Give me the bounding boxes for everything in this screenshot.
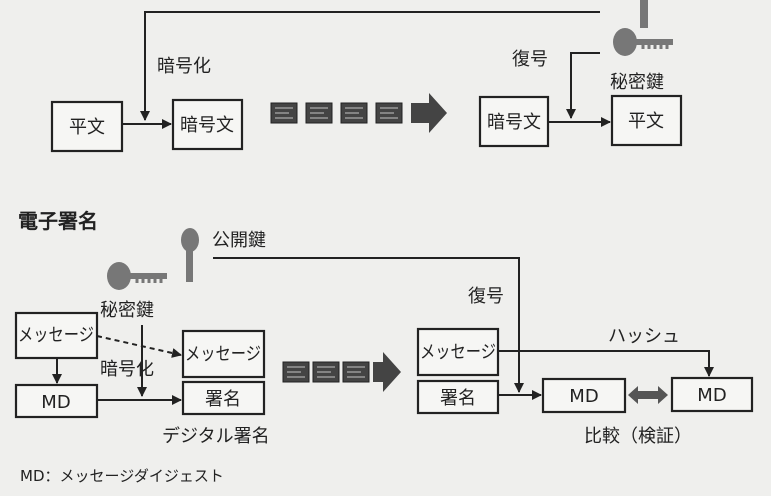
signature-received-box bbox=[416, 379, 500, 415]
md-label: MD bbox=[41, 392, 70, 413]
plaintext-label: 平文 bbox=[69, 117, 105, 138]
public-key-label: 公開鍵 bbox=[212, 230, 266, 251]
plaintext-result-box bbox=[610, 94, 683, 147]
footnote: MD：メッセージダイジェスト bbox=[20, 467, 224, 485]
key-icon bbox=[640, 0, 648, 28]
md-decrypted-label: MD bbox=[569, 386, 598, 407]
ciphertext-received-label: 暗号文 bbox=[487, 112, 541, 133]
private-key-label: 秘密鍵 bbox=[100, 300, 154, 321]
md-decrypted-box bbox=[541, 377, 627, 414]
private-key-icon bbox=[105, 260, 169, 292]
message-box bbox=[14, 311, 99, 360]
private-key-icon bbox=[611, 26, 675, 58]
signature-section: 電子署名 公開鍵 秘密鍵 メッセージ MD 暗号化 メッセージ 署名 デジタル署… bbox=[14, 209, 754, 485]
message-sent-box bbox=[181, 329, 266, 379]
ciphertext-received-box bbox=[478, 95, 550, 148]
ciphertext-label: 暗号文 bbox=[180, 115, 234, 136]
signature-box bbox=[181, 380, 266, 416]
md-hashed-label: MD bbox=[697, 385, 726, 406]
plaintext-result-label: 平文 bbox=[628, 111, 664, 132]
ciphertext-box bbox=[171, 98, 244, 151]
plaintext-box bbox=[50, 100, 124, 153]
transfer-arrow bbox=[282, 352, 401, 392]
key-line bbox=[566, 52, 600, 119]
dashed-arrow bbox=[96, 335, 182, 358]
encryption-section: 平文 暗号文 暗号化 復号 秘密鍵 暗号文 平文 bbox=[50, 0, 683, 153]
message-received-box bbox=[416, 327, 500, 377]
decrypt-label: 復号 bbox=[468, 286, 504, 307]
md-hashed-box bbox=[670, 376, 754, 413]
public-key-line bbox=[213, 257, 524, 393]
encrypt-label: 暗号化 bbox=[157, 56, 211, 77]
hash-line bbox=[498, 350, 714, 377]
signature-received-label: 署名 bbox=[440, 388, 476, 409]
digital-signature-label: デジタル署名 bbox=[162, 426, 270, 447]
key-line bbox=[140, 11, 600, 121]
compare-double-arrow bbox=[628, 386, 668, 404]
hash-label: ハッシュ bbox=[608, 326, 680, 347]
compare-label: 比較（検証） bbox=[584, 426, 692, 447]
private-key-label: 秘密鍵 bbox=[610, 72, 664, 93]
message-sent-label: メッセージ bbox=[185, 344, 261, 365]
message-label: メッセージ bbox=[18, 325, 94, 346]
signature-label: 署名 bbox=[205, 389, 241, 410]
decrypt-label: 復号 bbox=[512, 49, 548, 70]
public-key-icon bbox=[181, 228, 199, 282]
section-title: 電子署名 bbox=[18, 209, 98, 233]
transfer-arrow bbox=[270, 93, 447, 133]
encrypt-label: 暗号化 bbox=[100, 359, 154, 380]
message-received-label: メッセージ bbox=[420, 342, 496, 363]
